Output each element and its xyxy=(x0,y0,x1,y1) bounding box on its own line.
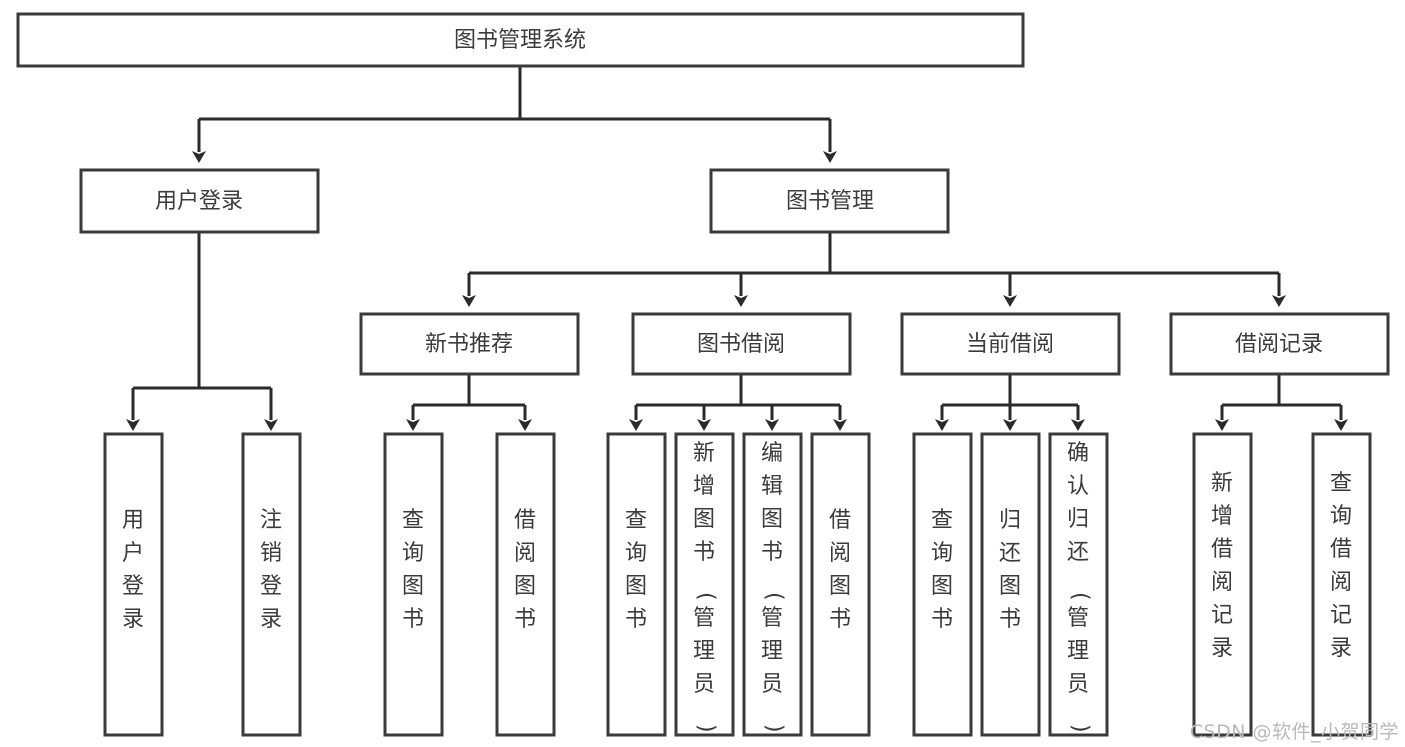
node-new-book-recommend[interactable]: 新书推荐 xyxy=(359,312,580,376)
node-user-login-box[interactable] xyxy=(79,168,320,234)
leaf-book-borrow-3-box[interactable] xyxy=(742,432,803,737)
leaf-book-borrow-2-box[interactable] xyxy=(674,432,735,737)
leaf-user-login-1[interactable]: 用户登录 xyxy=(103,432,164,737)
leaf-book-borrow-2-label: 新增图书(管理员) xyxy=(693,441,719,733)
leaf-book-borrow-1-label: 查询图书 xyxy=(625,508,647,632)
node-borrow-record-box[interactable] xyxy=(1169,312,1390,376)
node-user-login-label: 用户登录 xyxy=(155,189,243,214)
leaf-current-borrow-3-label: 确认归还(管理员) xyxy=(1067,441,1093,733)
node-user-login[interactable]: 用户登录 xyxy=(79,168,320,234)
leaf-new-book-1-box[interactable] xyxy=(383,432,444,737)
node-new-book-recommend-label: 新书推荐 xyxy=(425,332,513,357)
leaf-borrow-record-1[interactable]: 新增借阅记录 xyxy=(1192,432,1253,737)
node-new-book-recommend-box[interactable] xyxy=(359,312,580,376)
leaf-current-borrow-3[interactable]: 确认归还(管理员) xyxy=(1048,432,1109,737)
leaf-book-borrow-3-label: 编辑图书(管理员) xyxy=(761,441,787,733)
leaf-current-borrow-1-box[interactable] xyxy=(912,432,973,737)
node-book-borrow-box[interactable] xyxy=(631,312,852,376)
node-borrow-record[interactable]: 借阅记录 xyxy=(1169,312,1390,376)
node-root-label: 图书管理系统 xyxy=(454,28,586,53)
node-current-borrow-label: 当前借阅 xyxy=(966,332,1054,357)
leaf-current-borrow-2[interactable]: 归还图书 xyxy=(980,432,1041,737)
leaf-book-borrow-1-box[interactable] xyxy=(606,432,667,737)
node-book-borrow-label: 图书借阅 xyxy=(697,332,785,357)
leaf-current-borrow-2-box[interactable] xyxy=(980,432,1041,737)
leaf-user-login-2[interactable]: 注销登录 xyxy=(241,432,302,737)
node-book-borrow[interactable]: 图书借阅 xyxy=(631,312,852,376)
node-root-box[interactable] xyxy=(16,12,1025,68)
leaf-current-borrow-3-box[interactable] xyxy=(1048,432,1109,737)
node-current-borrow-box[interactable] xyxy=(900,312,1121,376)
leaf-user-login-1-box[interactable] xyxy=(103,432,164,737)
leaf-book-borrow-1[interactable]: 查询图书 xyxy=(606,432,667,737)
leaf-user-login-1-label: 用户登录 xyxy=(122,508,144,632)
leaf-borrow-record-2-label: 查询借阅记录 xyxy=(1330,471,1352,661)
leaf-borrow-record-1-box[interactable] xyxy=(1192,432,1253,737)
leaf-current-borrow-1-label: 查询图书 xyxy=(931,508,953,632)
node-root[interactable]: 图书管理系统 xyxy=(16,12,1025,68)
node-book-management-label: 图书管理 xyxy=(786,189,874,214)
node-current-borrow[interactable]: 当前借阅 xyxy=(900,312,1121,376)
leaf-book-borrow-2[interactable]: 新增图书(管理员) xyxy=(674,432,735,737)
leaf-new-book-1-label: 查询图书 xyxy=(402,508,424,632)
leaf-borrow-record-1-label: 新增借阅记录 xyxy=(1211,471,1233,661)
leaf-user-login-2-label: 注销登录 xyxy=(260,508,282,632)
node-book-management-box[interactable] xyxy=(709,168,950,234)
leaf-new-book-2-box[interactable] xyxy=(495,432,556,737)
connector-group xyxy=(126,66,1348,431)
leaf-borrow-record-2-box[interactable] xyxy=(1311,432,1372,737)
leaf-book-borrow-4[interactable]: 借阅图书 xyxy=(810,432,871,737)
leaf-new-book-1[interactable]: 查询图书 xyxy=(383,432,444,737)
leaf-book-borrow-4-label: 借阅图书 xyxy=(829,508,851,632)
leaf-book-borrow-4-box[interactable] xyxy=(810,432,871,737)
leaf-new-book-2-label: 借阅图书 xyxy=(514,508,536,632)
node-book-management[interactable]: 图书管理 xyxy=(709,168,950,234)
leaf-user-login-2-box[interactable] xyxy=(241,432,302,737)
leaf-current-borrow-2-label: 归还图书 xyxy=(999,508,1021,632)
node-borrow-record-label: 借阅记录 xyxy=(1235,332,1323,357)
leaf-current-borrow-1[interactable]: 查询图书 xyxy=(912,432,973,737)
leaf-new-book-2[interactable]: 借阅图书 xyxy=(495,432,556,737)
leaf-borrow-record-2[interactable]: 查询借阅记录 xyxy=(1311,432,1372,737)
leaf-book-borrow-3[interactable]: 编辑图书(管理员) xyxy=(742,432,803,737)
